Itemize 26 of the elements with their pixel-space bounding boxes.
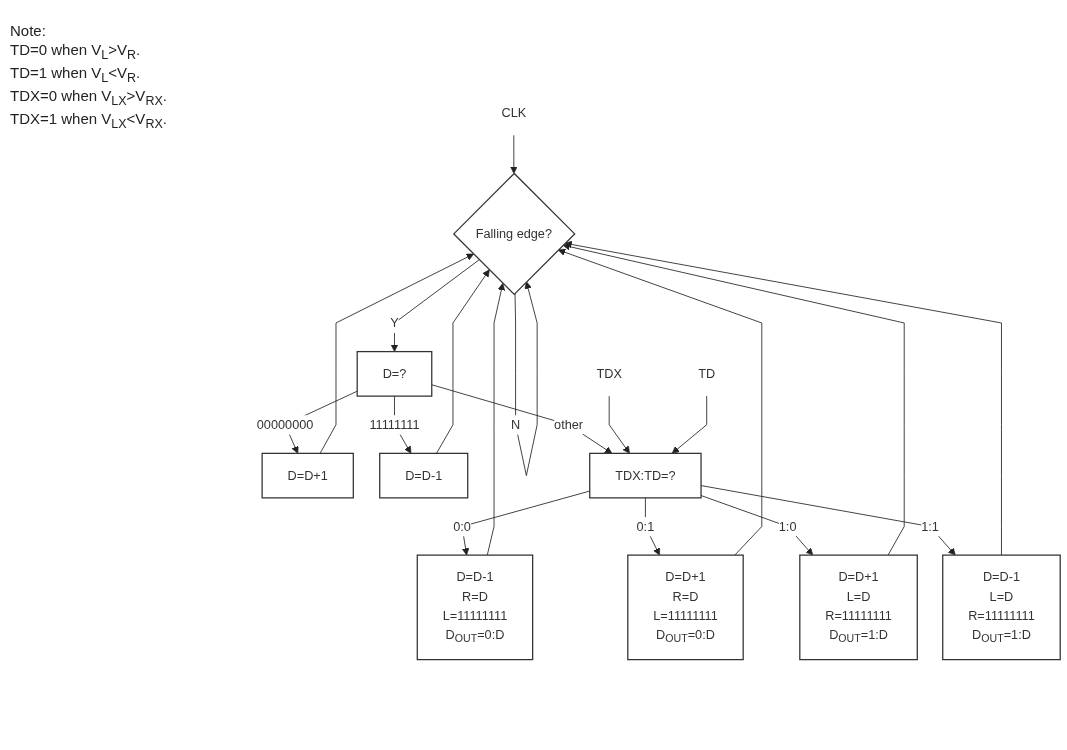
- node-text: CLK: [501, 105, 527, 120]
- edge-label: 11111111: [369, 416, 420, 432]
- node-box: D=D-1 L=D R=11111111 D$_{OUT}$=1:D: [942, 554, 1061, 661]
- edge-label: other: [554, 416, 584, 432]
- note-text: TDX=0 when V$_{LX}$>V$_{RX}$.: [10, 87, 168, 108]
- node-diamond: Falling edge?: [452, 172, 576, 296]
- node-box: D=D+1 R=D L=11111111 D$_{OUT}$=0:D: [627, 554, 744, 661]
- edge-label: 00000000: [256, 416, 314, 432]
- node-box: D=D-1 R=D L=11111111 D$_{OUT}$=0:D: [416, 554, 534, 661]
- edge-label: 1:1: [921, 518, 939, 533]
- edge-label: 0:1: [636, 518, 655, 533]
- node-box: D=D+1 L=D R=11111111 D$_{OUT}$=1:D: [799, 554, 918, 661]
- node-text: TDX: [596, 365, 622, 381]
- node-box: D=D+1: [261, 452, 354, 499]
- note-text: Note:: [10, 22, 47, 39]
- note-text: TD=0 when V$_{L}$>V$_{R}$.: [10, 41, 142, 62]
- note-text: TDX=1 when V$_{LX}$<V$_{RX}$.: [10, 110, 168, 131]
- node-box: TDX:TD=?: [589, 452, 702, 499]
- node-box: D=D-1: [379, 452, 469, 499]
- node-text: TD: [698, 365, 716, 381]
- edge-label: Y: [390, 314, 399, 330]
- edge-label: N: [510, 416, 521, 432]
- edge-label: 1:0: [778, 518, 797, 533]
- node-box: D=?: [356, 350, 433, 397]
- note-text: TD=1 when V$_{L}$<V$_{R}$.: [10, 64, 142, 85]
- edge-label: 0:0: [453, 518, 471, 533]
